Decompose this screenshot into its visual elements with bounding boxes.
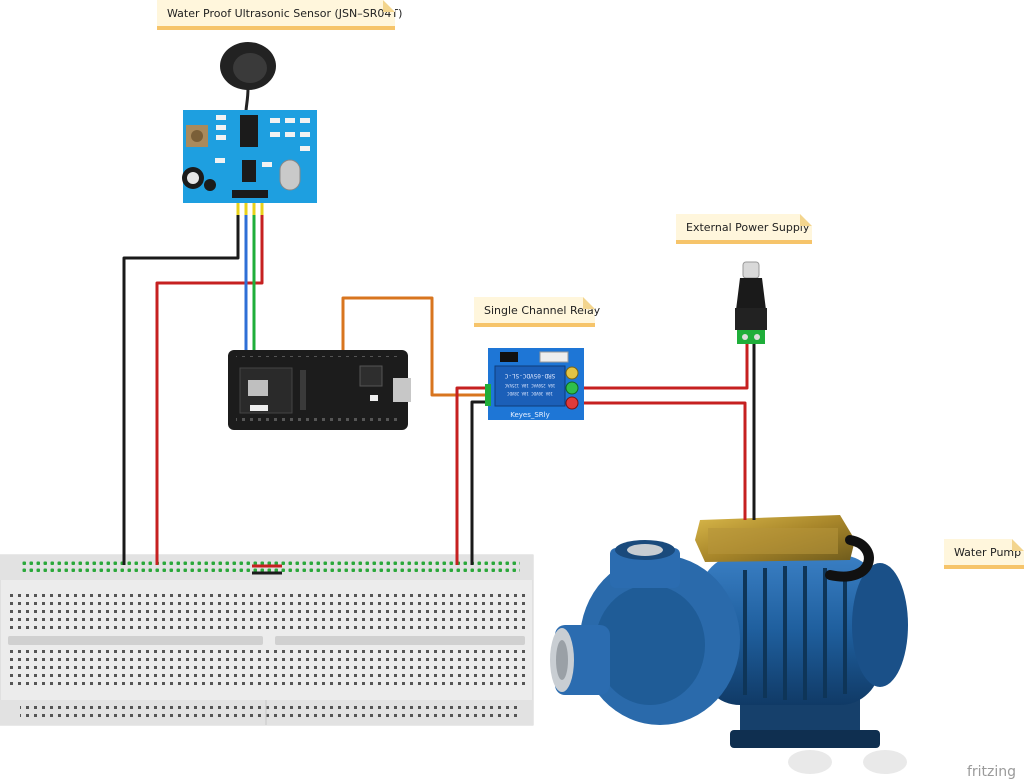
wire-gnd-sensor [122,195,240,565]
relay-rating-3: 10A 30VDC 10A 28VDC [507,391,553,396]
note-ultrasonic-sensor-text: Water Proof Ultrasonic Sensor (JSN–SR04T… [167,7,403,20]
note-ultrasonic-sensor: Water Proof Ultrasonic Sensor (JSN–SR04T… [157,0,402,30]
relay-module-name: Keyes_SRly [510,411,550,419]
breadboard [0,554,534,726]
wire-relay-gnd [470,400,490,565]
relay-rating-2: 10A 250VAC 10A 125VAC [504,383,555,388]
wire-relay-signal [341,296,490,397]
relay-module: SRD-05VDC-SL-C 10A 250VAC 10A 125VAC 10A… [485,348,584,420]
note-water-pump: Water Pump [944,539,1024,569]
wire-power-red [572,340,749,390]
note-external-power-supply: External Power Supply [676,214,812,244]
wire-pump-red [572,401,747,520]
wires [122,195,756,565]
fritzing-watermark: fritzing [966,764,1016,780]
relay-rating-1: SRD-05VDC-SL-C [504,372,555,379]
wire-relay-vcc [455,386,490,565]
note-single-channel-relay-text: Single Channel Relay [484,304,601,317]
breadboard-jumper [252,564,282,575]
note-water-pump-text: Water Pump [954,546,1022,559]
esp32-board [228,350,411,430]
water-pump [550,515,908,774]
ultrasonic-sensor [182,42,317,203]
power-jack [735,261,767,344]
note-external-power-supply-text: External Power Supply [686,221,810,234]
wire-vcc-sensor [155,195,264,565]
note-single-channel-relay: Single Channel Relay [474,297,600,327]
